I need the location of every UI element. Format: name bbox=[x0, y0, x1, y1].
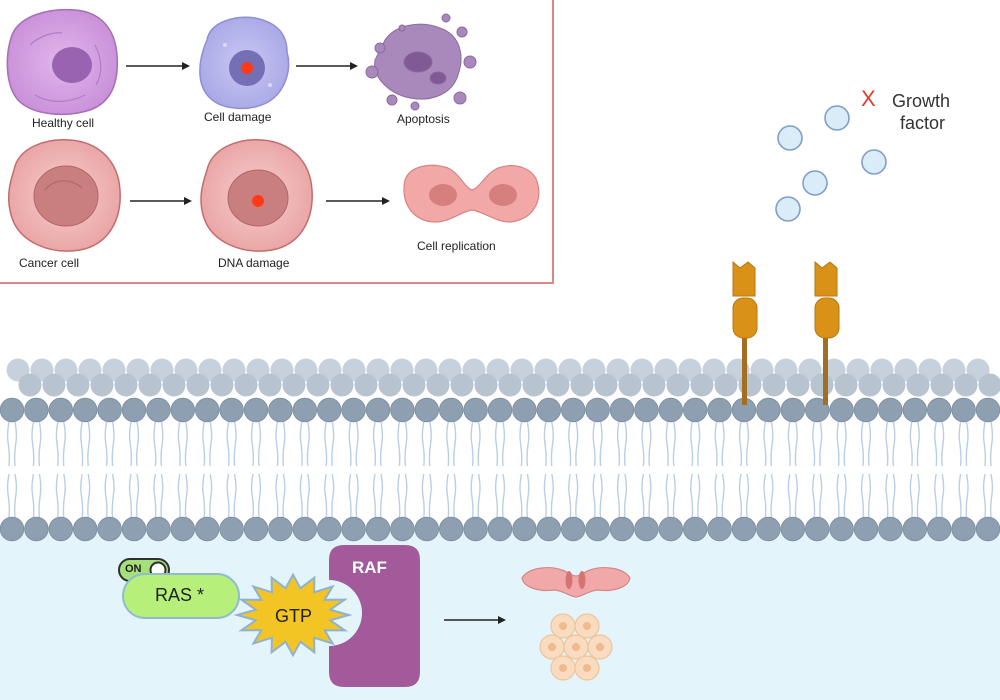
dividing-cell-small bbox=[521, 567, 631, 598]
arrow-dna-to-replication bbox=[326, 197, 390, 205]
cell-fate-panel bbox=[0, 0, 554, 284]
cancer-cell-illustration bbox=[7, 139, 121, 252]
cell-replication-illustration bbox=[403, 164, 540, 223]
label-cell-replication: Cell replication bbox=[417, 239, 496, 253]
membrane-tails bbox=[6, 421, 994, 519]
raf-protein bbox=[329, 545, 420, 687]
arrow-raf-to-proliferation bbox=[444, 616, 506, 624]
label-healthy-cell: Healthy cell bbox=[32, 116, 95, 130]
dna-damage-cell-illustration bbox=[200, 139, 313, 252]
growth-factor-molecules bbox=[775, 105, 887, 222]
label-on-switch: ON bbox=[125, 563, 142, 575]
membrane-back-heads bbox=[6, 358, 1000, 397]
apoptosis-illustration bbox=[365, 13, 477, 111]
ras-protein bbox=[122, 573, 240, 619]
healthy-cell-illustration bbox=[6, 8, 119, 116]
label-raf: RAF bbox=[352, 558, 387, 577]
label-dna-damage: DNA damage bbox=[218, 256, 290, 270]
arrow-healthy-to-damage bbox=[126, 62, 190, 70]
label-factor: factor bbox=[900, 113, 946, 133]
arrow-damage-to-apoptosis bbox=[296, 62, 358, 70]
label-apoptosis: Apoptosis bbox=[397, 112, 450, 126]
label-cell-damage: Cell damage bbox=[204, 110, 272, 124]
receptor-right bbox=[814, 260, 840, 405]
membrane-heads bbox=[0, 397, 1000, 542]
label-ras: RAS * bbox=[155, 585, 205, 605]
arrow-cancer-to-dna bbox=[130, 197, 192, 205]
gtp-molecule bbox=[233, 572, 353, 658]
proliferating-cell-cluster bbox=[539, 613, 613, 681]
label-gtp: GTP bbox=[275, 606, 313, 626]
receptor-left bbox=[732, 260, 758, 405]
x-mark: X bbox=[861, 86, 876, 111]
damaged-cell-illustration bbox=[199, 16, 290, 110]
label-cancer-cell: Cancer cell bbox=[19, 256, 80, 270]
label-growth: Growth bbox=[892, 91, 951, 111]
